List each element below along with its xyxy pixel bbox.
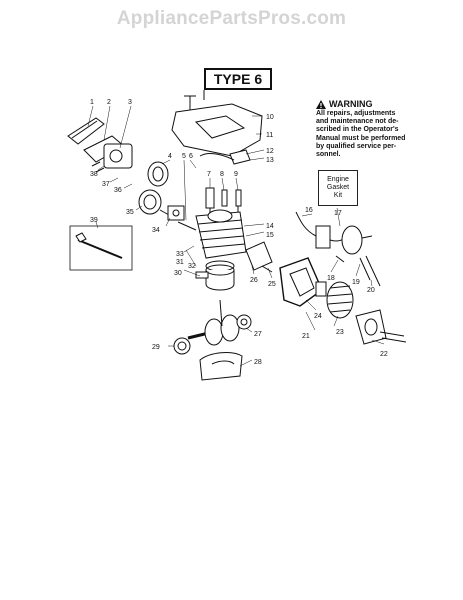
callout-11: 11 [266,132,273,139]
callout-21: 21 [302,333,310,340]
callout-22: 22 [380,351,388,358]
part-ignition-coil [295,211,373,263]
callout-24: 24 [314,313,322,320]
part-tool-kit [69,225,133,271]
callout-9: 9 [234,171,238,178]
part-spacer [167,205,185,221]
callout-36: 36 [114,187,122,194]
warning-title: WARNING [329,99,373,110]
callout-14: 14 [266,223,274,230]
callout-19: 19 [352,279,360,286]
warning-line: Manual must be performed [316,134,406,142]
callout-20: 20 [367,287,375,294]
callout-15: 15 [266,232,274,239]
callout-4: 4 [168,153,172,160]
callout-29: 29 [152,344,160,351]
callout-26: 26 [250,277,258,284]
watermark: AppliancePartsPros.com [116,8,347,29]
callout-38: 38 [90,171,98,178]
callout-27: 27 [254,331,262,338]
callout-16: 16 [305,207,313,214]
engine-gasket-kit-box: Engine Gasket Kit [318,170,358,206]
callout-35: 35 [126,209,134,216]
callout-2: 2 [107,99,111,106]
warning-line: and maintenance not de- [316,118,399,126]
callout-25: 25 [268,281,276,288]
warning-note: WARNING All repairs, adjustments and mai… [316,100,424,159]
part-cylinder [177,209,247,259]
part-piston [205,260,235,291]
warning-line: All repairs, adjustments [316,110,396,117]
kit-label-line: Gasket [326,184,350,191]
callout-17: 17 [334,210,342,217]
callout-18: 18 [327,275,335,282]
part-muffler-can [315,281,354,319]
callout-13: 13 [266,157,274,164]
part-top-cover [171,90,263,157]
callout-12: 12 [266,148,274,155]
part-muffler-body [279,257,323,307]
warning-line: by qualified service per- [316,142,397,150]
kit-label-line: Kit [333,192,343,199]
callout-6: 6 [189,153,193,160]
type-label: TYPE 6 [204,68,272,90]
part-crankshaft [187,299,247,346]
part-intake-boot [138,189,179,221]
part-muffler-screws [359,255,381,287]
callout-5: 5 [182,153,186,160]
callout-37: 37 [102,181,110,188]
part-piston-pin [195,271,209,279]
callout-1: 1 [90,99,94,106]
callout-32: 32 [188,263,196,270]
part-deflector [245,241,273,273]
kit-label-line: Engine [327,176,349,183]
callout-39: 39 [90,217,98,224]
part-filter-cover [67,117,105,145]
part-intake-ring [147,161,169,187]
callout-10: 10 [266,114,274,121]
warning-header: WARNING [316,100,424,109]
part-carburetor [83,135,133,173]
warning-triangle-icon [316,100,326,109]
callout-8: 8 [220,171,224,178]
callout-33: 33 [176,251,184,258]
callout-34: 34 [152,227,160,234]
callout-31: 31 [176,259,184,266]
part-muffler-plate [355,309,407,345]
warning-line: sonnel. [316,151,341,159]
part-crankcase-half [199,352,243,381]
part-cover-clip [199,149,251,165]
callout-23: 23 [336,329,344,336]
warning-line: scribed in the Operator's [316,126,399,134]
callout-28: 28 [254,359,262,366]
callout-30: 30 [174,270,182,277]
callout-3: 3 [128,99,132,106]
callout-7: 7 [207,171,211,178]
